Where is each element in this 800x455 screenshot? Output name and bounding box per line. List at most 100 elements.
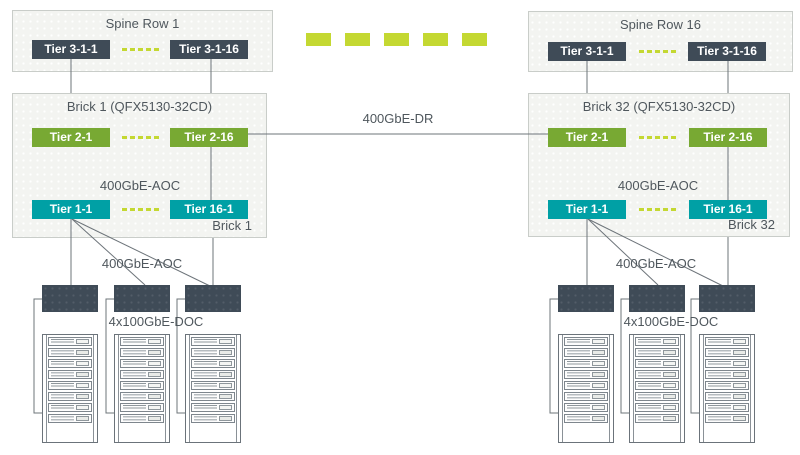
wire-tor1-rack1-right [549, 298, 559, 414]
server-unit [120, 337, 164, 346]
server-unit [705, 348, 749, 357]
brick-32-title: Brick 32 (QFX5130-32CD) [582, 99, 736, 114]
server-unit [48, 370, 92, 379]
rack-units [191, 337, 235, 425]
server-unit [564, 348, 608, 357]
wire-tor1-rack1-left [33, 298, 43, 414]
wire-tor3-rack3-left [176, 298, 186, 414]
rack-units [564, 337, 608, 425]
server-unit [705, 370, 749, 379]
server-unit [191, 337, 235, 346]
rack-units [120, 337, 164, 425]
server-unit [48, 337, 92, 346]
ellipsis-dashes-spine1 [122, 48, 159, 51]
server-unit [564, 403, 608, 412]
server-rack-left-2 [114, 334, 170, 443]
server-unit [48, 359, 92, 368]
node-spine1-tier3-1-16: Tier 3-1-16 [170, 40, 248, 59]
node-spine16-tier3-1-1: Tier 3-1-1 [548, 42, 626, 61]
server-rack-right-3 [699, 334, 755, 443]
tor-switch-right-1 [558, 285, 614, 312]
label-brick32-aoc: 400GbE-AOC [617, 178, 699, 193]
server-unit [635, 392, 679, 401]
wire-brick32-to-tor3 [587, 218, 724, 287]
server-unit [191, 359, 235, 368]
ellipsis-dashes-brick1-tier1 [122, 208, 159, 211]
server-unit [705, 381, 749, 390]
server-unit [120, 414, 164, 423]
label-aoc-lower-left: 400GbE-AOC [101, 256, 183, 271]
ellipsis-dashes-brick1-tier2 [122, 136, 159, 139]
server-unit [564, 381, 608, 390]
wire-brick1-to-tor3 [71, 218, 211, 287]
spine-row-16-title: Spine Row 16 [620, 17, 701, 32]
server-unit [120, 370, 164, 379]
node-spine1-tier3-1-1: Tier 3-1-1 [32, 40, 110, 59]
server-unit [191, 414, 235, 423]
server-rack-left-1 [42, 334, 98, 443]
server-unit [48, 392, 92, 401]
wire-tor2-rack2-right [620, 298, 630, 414]
node-spine16-tier3-1-16: Tier 3-1-16 [688, 42, 766, 61]
server-unit [120, 359, 164, 368]
brick-1-corner-label: Brick 1 [212, 218, 252, 233]
server-unit [635, 348, 679, 357]
server-unit [635, 359, 679, 368]
server-unit [48, 403, 92, 412]
spine-row-16-panel: Spine Row 16 [528, 11, 793, 72]
server-rack-right-1 [558, 334, 614, 443]
server-unit [705, 359, 749, 368]
rack-units [48, 337, 92, 425]
spine-row-1-title: Spine Row 1 [105, 16, 180, 31]
ellipsis-dashes-spine16 [639, 50, 676, 53]
server-unit [564, 414, 608, 423]
node-brick32-tier1-1: Tier 1-1 [548, 200, 626, 219]
brick-32-corner-label: Brick 32 [728, 217, 775, 232]
label-dac-right: 4x100GbE-DOC [623, 314, 719, 329]
server-rack-right-2 [629, 334, 685, 443]
server-unit [564, 359, 608, 368]
node-brick1-tier2-16: Tier 2-16 [170, 128, 248, 147]
rack-units [635, 337, 679, 425]
server-rack-left-3 [185, 334, 241, 443]
server-unit [635, 414, 679, 423]
server-unit [120, 348, 164, 357]
server-unit [705, 403, 749, 412]
tor-switch-right-2 [629, 285, 685, 312]
brick-1-title: Brick 1 (QFX5130-32CD) [66, 99, 213, 114]
server-unit [120, 381, 164, 390]
server-unit [564, 337, 608, 346]
server-unit [705, 414, 749, 423]
server-unit [48, 381, 92, 390]
server-unit [564, 370, 608, 379]
ellipsis-dashes-middle [306, 33, 487, 46]
node-brick1-tier1-1: Tier 1-1 [32, 200, 110, 219]
server-unit [191, 403, 235, 412]
node-brick32-tier16-1: Tier 16-1 [689, 200, 767, 219]
node-brick1-tier16-1: Tier 16-1 [170, 200, 248, 219]
server-unit [705, 392, 749, 401]
tor-switch-left-2 [114, 285, 170, 312]
wire-tor2-rack2-left [105, 298, 115, 414]
label-dac-left: 4x100GbE-DOC [108, 314, 204, 329]
label-aoc-lower-right: 400GbE-AOC [615, 256, 697, 271]
label-400gbe-dr: 400GbE-DR [362, 111, 434, 126]
tor-switch-left-1 [42, 285, 98, 312]
server-unit [48, 348, 92, 357]
server-unit [635, 370, 679, 379]
server-unit [48, 414, 92, 423]
node-brick1-tier2-1: Tier 2-1 [32, 128, 110, 147]
server-unit [635, 403, 679, 412]
server-unit [635, 337, 679, 346]
wire-brick1-to-tor2 [71, 218, 146, 286]
server-unit [191, 370, 235, 379]
node-brick32-tier2-16: Tier 2-16 [689, 128, 767, 147]
server-unit [120, 392, 164, 401]
node-brick32-tier2-1: Tier 2-1 [548, 128, 626, 147]
rack-units [705, 337, 749, 425]
wire-tor3-rack3-right [690, 298, 700, 414]
server-unit [564, 392, 608, 401]
server-unit [191, 381, 235, 390]
